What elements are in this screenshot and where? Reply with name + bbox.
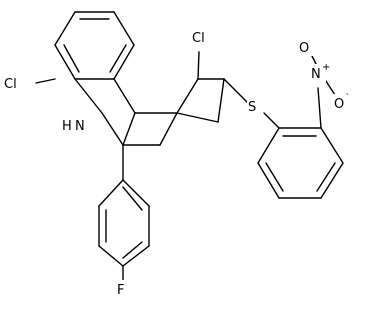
nitro-n-label: N xyxy=(311,67,321,82)
chlorine-label-top: Cl xyxy=(192,31,205,46)
substituent-bonds xyxy=(35,51,280,129)
nh-h-label: H xyxy=(62,119,72,134)
nitro-o-upper-label: O xyxy=(299,41,309,56)
saturated-rings xyxy=(74,78,225,146)
nh-n-label: N xyxy=(75,119,85,134)
nitro-n-charge: + xyxy=(322,62,330,73)
nitro-o-lower-label: O xyxy=(334,97,344,112)
nitrophenyl-ring xyxy=(257,53,344,199)
sulfur-label: S xyxy=(248,100,256,115)
fluorophenyl-ring xyxy=(98,144,150,285)
chlorine-label-left: Cl xyxy=(4,77,17,92)
benzo-ring xyxy=(54,11,135,80)
atom-labels: Cl Cl N H S N + O - O F xyxy=(3,28,349,298)
fluorine-label: F xyxy=(117,283,124,298)
